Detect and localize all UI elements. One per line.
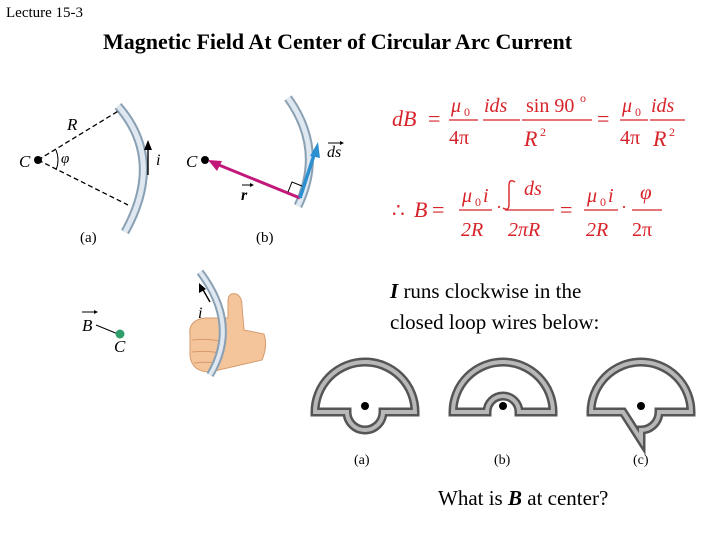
eq1-sq: 2: [540, 125, 546, 139]
loop-caption-a: (a): [354, 453, 370, 468]
loop-c: [586, 357, 696, 456]
svg-text:·: ·: [621, 197, 627, 217]
eq2-phi: φ: [640, 180, 652, 204]
r-vector: [213, 161, 301, 200]
eq2-2R: 2R: [461, 219, 483, 241]
svg-text:·: ·: [496, 197, 502, 217]
svg-text:=: =: [597, 106, 609, 131]
eq2-therefore: ∴: [392, 200, 405, 222]
svg-text:=: =: [428, 106, 440, 131]
label-C-a: C: [19, 152, 31, 171]
eq2b-sub0: 0: [600, 195, 606, 209]
eq1-ids: ids: [484, 95, 508, 117]
label-B: B: [82, 316, 93, 335]
eq1-deg: o: [580, 91, 586, 105]
current-symbol: I: [390, 279, 399, 303]
label-R: R: [66, 115, 78, 134]
label-ds: ds: [327, 144, 341, 161]
eq1-sin90: sin 90: [526, 95, 574, 117]
eq1-4pi: 4π: [449, 127, 469, 149]
center-dot-b: [201, 156, 209, 164]
eq1b-sq: 2: [669, 125, 675, 139]
center-dot-c: [115, 329, 125, 339]
question-text: What is B at center?: [438, 486, 608, 511]
hand-icon: [189, 293, 267, 373]
figure-right-hand: B C i: [82, 269, 267, 378]
eq1b-R: R: [652, 126, 667, 151]
eq2-sub0: 0: [475, 195, 481, 209]
eq1-dB: dB: [392, 106, 416, 131]
statement-line2: closed loop wires below:: [390, 310, 600, 334]
eq2-B: B: [414, 197, 427, 222]
svg-text:=: =: [432, 197, 444, 222]
label-C-c: C: [114, 337, 126, 356]
caption-a: (a): [80, 230, 97, 246]
eq2-ds: ds: [524, 178, 542, 200]
figure-arc-ab: R C φ i (a) C r ds (b): [19, 95, 344, 246]
eq1b-ids: ids: [651, 95, 675, 117]
eq1b-sub0: 0: [635, 105, 641, 119]
closed-loops: (a) (b) (c): [310, 357, 696, 468]
eq2b-i: i: [608, 185, 614, 207]
eq1-R: R: [523, 126, 538, 151]
svg-text:=: =: [560, 197, 572, 222]
label-i-a: i: [156, 152, 160, 169]
equations: dB = μ 0 4π ids sin 90 o R 2 = μ 0 4π id…: [392, 91, 685, 241]
eq1b-4pi: 4π: [620, 127, 640, 149]
label-i-c: i: [198, 305, 202, 322]
radius-dashed-top: [37, 109, 121, 161]
eq2-2piR: 2πR: [508, 219, 540, 241]
question-prefix: What is: [438, 486, 508, 510]
statement-line1: runs clockwise in the: [398, 279, 582, 303]
label-phi: φ: [61, 151, 69, 167]
caption-b: (b): [256, 230, 274, 246]
label-r: r: [241, 187, 248, 204]
ds-vector: [298, 151, 317, 199]
eq2-2pi: 2π: [632, 219, 652, 241]
question-suffix: at center?: [522, 486, 609, 510]
loop-caption-c: (c): [633, 453, 649, 468]
eq1-sub0: 0: [464, 105, 470, 119]
loop-a: [310, 357, 420, 435]
problem-statement: I runs clockwise in the closed loop wire…: [390, 276, 599, 338]
eq1b-mu0: μ: [621, 95, 632, 117]
center-dot-a: [34, 156, 42, 164]
eq2-i: i: [483, 185, 489, 207]
radius-dashed-bottom: [37, 159, 129, 206]
slide-title: Magnetic Field At Center of Circular Arc…: [103, 29, 573, 54]
lecture-number: Lecture 15-3: [6, 5, 84, 21]
loop-caption-b: (b): [494, 453, 511, 468]
eq1-mu0: μ: [450, 95, 461, 117]
eq2b-mu0: μ: [586, 185, 597, 207]
eq2-mu0: μ: [461, 185, 472, 207]
label-C-b: C: [186, 152, 198, 171]
loop-b: [448, 357, 558, 417]
eq2b-2R: 2R: [586, 219, 608, 241]
question-B: B: [507, 486, 522, 510]
